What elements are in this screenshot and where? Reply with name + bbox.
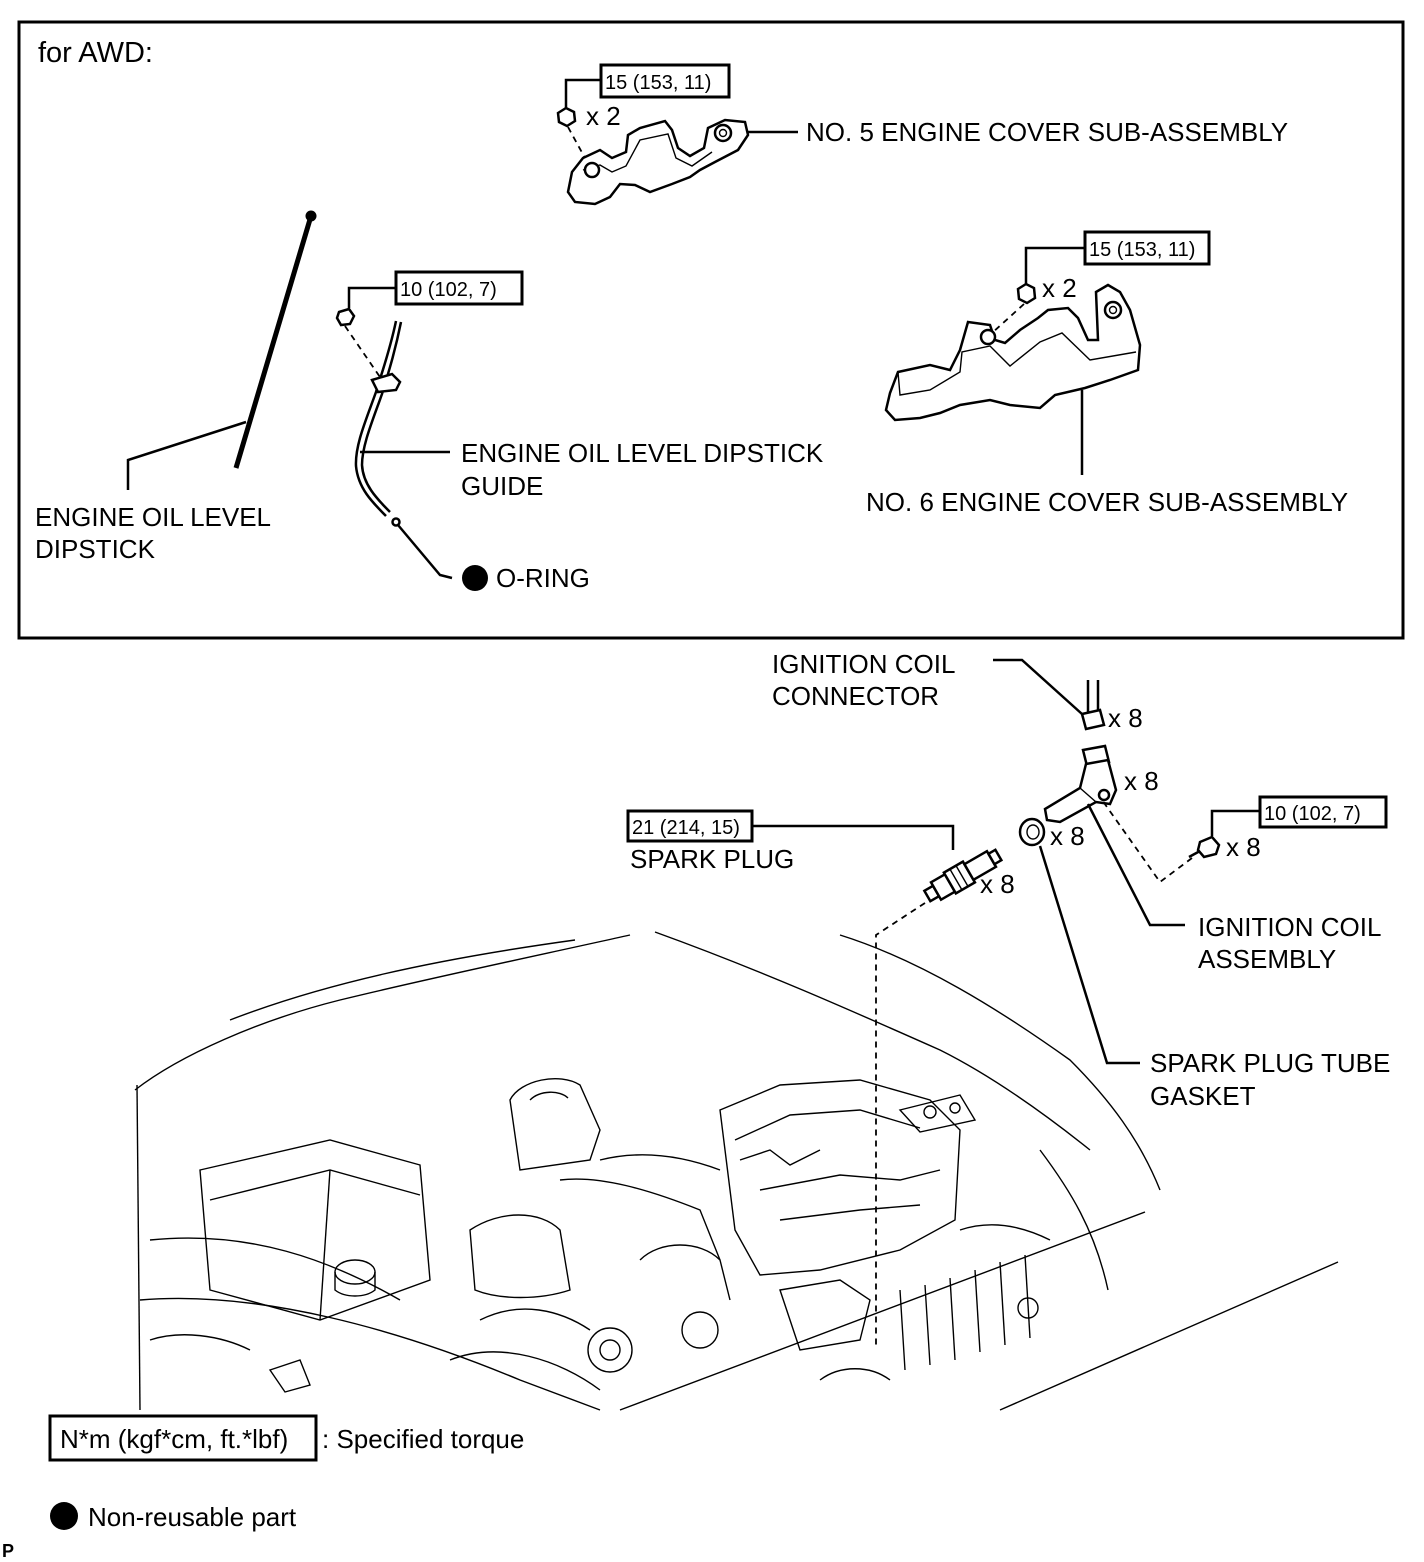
gasket-quantity: x 8 [1050,821,1085,851]
coil-bolt-torque-value: 10 (102, 7) [1264,803,1361,825]
spark-plug-torque-value: 21 (214, 15) [632,817,740,839]
connector-label-line-1: IGNITION COIL [772,649,955,679]
gasket-label-line-1: SPARK PLUG TUBE [1150,1048,1390,1078]
no5-torque-value: 15 (153, 11) [605,72,711,94]
legend-torque-units: N*m (kgf*cm, ft.*lbf) [60,1424,288,1454]
guide-label-line-1: ENGINE OIL LEVEL DIPSTICK [461,438,824,468]
no6-quantity: x 2 [1042,273,1077,303]
legend-torque-description: : Specified torque [322,1424,524,1454]
o-ring: O-RING [391,517,590,593]
legend-non-reusable-icon [50,1502,78,1530]
engine-compartment-illustration [134,931,1339,1411]
bolt-icon [1196,835,1221,859]
no6-cover-label: NO. 6 ENGINE COVER SUB-ASSEMBLY [866,487,1348,517]
connector-quantity: x 8 [1108,703,1143,733]
legend: N*m (kgf*cm, ft.*lbf) : Specified torque… [48,1414,524,1532]
no5-cover-shape [566,118,750,206]
coil-label-line-2: ASSEMBLY [1198,944,1336,974]
guide-bolt-icon [335,307,356,327]
spark-plug: 21 (214, 15) SPARK PLUG x 8 [626,809,1015,1345]
guide-torque-box [394,270,524,306]
dipstick-label-line-1: ENGINE OIL LEVEL [35,502,271,532]
engine-oil-level-dipstick-guide: 10 (102, 7) ENGINE OIL LEVEL DIPSTICK GU… [335,270,824,517]
guide-label-line-2: GUIDE [461,471,543,501]
spark-plug-tube-gasket: x 8 SPARK PLUG TUBE GASKET [1018,817,1390,1111]
corner-mark: P [2,1541,14,1561]
non-reusable-marker-icon [462,565,488,591]
section-title: for AWD: [38,37,153,69]
coil-label-line-1: IGNITION COIL [1198,912,1381,942]
no6-nut-icon [1016,282,1037,305]
connector-label-line-2: CONNECTOR [772,681,939,711]
coil-bolt-quantity: x 8 [1226,832,1261,862]
legend-torque-box [48,1414,318,1462]
spark-plug-label: SPARK PLUG [630,844,794,874]
spark-plug-quantity: x 8 [980,869,1015,899]
coil-quantity: x 8 [1124,766,1159,796]
no6-engine-cover: 15 (153, 11) x 2 NO. 6 ENGINE COVER SUB-… [866,230,1348,517]
no5-cover-label: NO. 5 ENGINE COVER SUB-ASSEMBLY [806,117,1288,147]
engine-oil-level-dipstick: ENGINE OIL LEVEL DIPSTICK [35,210,317,564]
no6-cover-shape [884,283,1142,422]
dipstick-label-line-2: DIPSTICK [35,534,156,564]
o-ring-label: O-RING [496,563,590,593]
legend-non-reusable-label: Non-reusable part [88,1502,297,1532]
no6-torque-box [1083,230,1211,266]
ignition-coil-assembly: x 8 IGNITION COIL ASSEMBLY [1043,744,1381,974]
no5-engine-cover: 15 (153, 11) x 2 NO. 5 ENGINE COVER SUB-… [556,63,1288,206]
no6-torque-value: 15 (153, 11) [1089,239,1195,261]
ignition-coil-bolt: 10 (102, 7) x 8 [1101,795,1388,884]
awd-inset-frame [17,20,1405,640]
no5-quantity: x 2 [586,101,621,131]
gasket-label-line-2: GASKET [1150,1081,1256,1111]
guide-torque-value: 10 (102, 7) [400,279,497,301]
ignition-coil-connector: IGNITION COIL CONNECTOR x 8 [772,649,1143,733]
no5-nut-icon [556,106,577,128]
